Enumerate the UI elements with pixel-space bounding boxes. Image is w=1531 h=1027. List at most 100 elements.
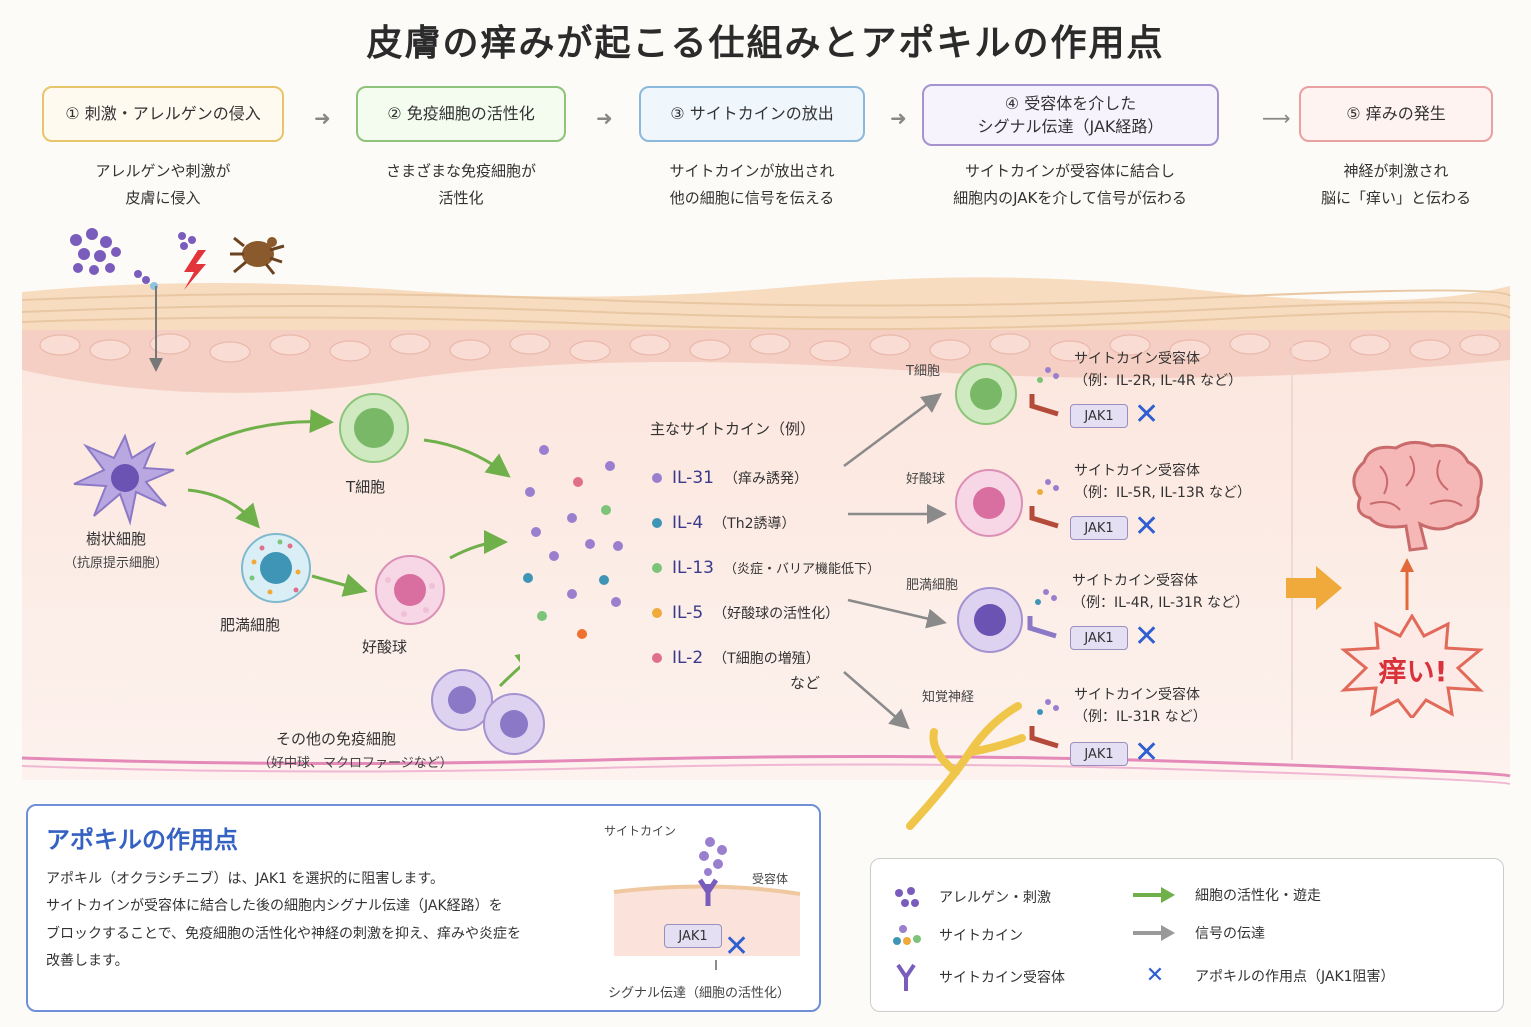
receptor-block-mast-cell: サイトカイン受容体（例：IL-4R, IL-31R など） JAK1 ✕ xyxy=(1026,570,1288,660)
step-2-desc: さまざまな免疫細胞が活性化 xyxy=(385,162,536,207)
eosinophil-icon xyxy=(375,555,445,625)
info-title: アポキルの作用点 xyxy=(46,826,238,854)
cytokine-cloud xyxy=(523,445,623,639)
step-2-box: ② 免疫細胞の活性化 xyxy=(356,86,566,142)
cytokine-item: IL-2 （T細胞の増殖） xyxy=(652,635,880,680)
legend-apoquel: ✕ アポキルの作用点（JAK1阻害） xyxy=(1133,963,1395,988)
legend-activation: 細胞の活性化・遊走 xyxy=(1133,885,1321,905)
apoquel-info-box: アポキルの作用点 アポキル（オクラシチニブ）は、JAK1 を選択的に阻害します。… xyxy=(26,804,821,1012)
mast-cell-label: 肥満細胞 xyxy=(220,616,281,634)
step-4-label-line2: シグナル伝達（JAK経路） xyxy=(977,117,1164,136)
cytokine-item: IL-31 （痒み誘発） xyxy=(652,455,880,500)
jak1-box: JAK1 xyxy=(1070,516,1128,540)
allergen-legend-icon xyxy=(895,887,919,907)
step-3-box: ③ サイトカインの放出 xyxy=(639,86,865,142)
cytokine-item: IL-13 （炎症・バリア機能低下） xyxy=(652,545,880,590)
flow-arrow-icon: ⟶ xyxy=(1262,106,1291,130)
legend-box: アレルゲン・刺激 サイトカイン サイトカイン受容体 細胞の活性化・遊走 信号の伝… xyxy=(870,858,1504,1012)
legend-receptor: サイトカイン受容体 xyxy=(891,963,1065,991)
cytokine-item: IL-4 （Th2誘導） xyxy=(652,500,880,545)
jak1-box: JAK1 xyxy=(1070,742,1128,766)
jak1-block-icon: ✕ xyxy=(1134,619,1160,654)
up-arrow-icon xyxy=(1400,558,1414,610)
step-4-box: ④ 受容体を介した シグナル伝達（JAK経路） xyxy=(922,84,1219,146)
target-mast-cell-icon xyxy=(957,587,1023,653)
step-4-desc: サイトカインが受容体に結合し細胞内のJAKを介して信号が伝わる xyxy=(953,162,1187,207)
target-t-cell-icon xyxy=(955,363,1017,425)
step-5-box: ⑤ 痒みの発生 xyxy=(1299,86,1493,142)
other-immune-cells-icon xyxy=(431,669,545,755)
info-jak1-box: JAK1 xyxy=(664,924,722,948)
cytokine-dot-icon xyxy=(652,472,662,483)
step-3-label: ③ サイトカインの放出 xyxy=(670,104,834,124)
legend-allergen: アレルゲン・刺激 xyxy=(891,885,1051,909)
step-3-desc: サイトカインが放出され他の細胞に信号を伝える xyxy=(669,162,835,207)
target-tcell-label: T細胞 xyxy=(906,364,940,379)
activation-arrows xyxy=(185,409,520,688)
target-eosinophil-icon xyxy=(955,469,1023,537)
other-immune-cells-label: その他の免疫細胞 xyxy=(276,730,397,748)
other-immune-cells-sublabel: （好中球、マクロファージなど） xyxy=(258,756,453,771)
receptor-icon xyxy=(1027,589,1057,639)
cytokine-etc: など xyxy=(790,674,821,692)
cytokine-dot-icon xyxy=(652,607,662,618)
flow-arrow-icon: ➜ xyxy=(890,106,907,130)
green-arrow-legend-icon xyxy=(1133,887,1175,903)
info-diagram-receptor-label: 受容体 xyxy=(752,872,789,886)
info-text: アポキル（オクラシチニブ）は、JAK1 を選択的に阻害します。 サイトカインが受… xyxy=(46,871,522,969)
receptor-legend-icon xyxy=(896,963,916,991)
jak1-box: JAK1 xyxy=(1070,626,1128,650)
cytokine-legend-icon xyxy=(893,925,921,945)
receptor-block-eosinophil: サイトカイン受容体（例：IL-5R, IL-13R など） JAK1 ✕ xyxy=(1028,460,1288,550)
step-1-desc: アレルゲンや刺激が皮膚に侵入 xyxy=(95,162,231,207)
orange-arrow-icon xyxy=(1286,566,1342,610)
dendritic-cell-icon xyxy=(73,433,175,526)
legend-cytokine: サイトカイン xyxy=(891,923,1023,947)
step-5-desc: 神経が刺激され脳に「痒い」と伝わる xyxy=(1320,162,1471,207)
cytokine-dot-icon xyxy=(652,562,662,573)
dendritic-cell-label: 樹状細胞 xyxy=(86,530,147,548)
jak1-block-icon: ✕ xyxy=(1134,397,1160,432)
flow-arrow-icon: ➜ xyxy=(314,106,331,130)
x-legend-icon: ✕ xyxy=(1145,963,1165,988)
gray-arrow-legend-icon xyxy=(1133,925,1175,941)
info-diagram-icon xyxy=(613,837,801,970)
itch-label: 痒い! xyxy=(1378,655,1448,688)
receptor-icon xyxy=(1029,699,1059,749)
sensory-nerve-icon xyxy=(906,702,1026,830)
cytokine-list: IL-31 （痒み誘発） IL-4 （Th2誘導） IL-13 （炎症・バリア機… xyxy=(652,455,880,680)
step-4-label-line1: ④ 受容体を介した xyxy=(1004,93,1137,113)
cytokine-item: IL-5 （好酸球の活性化） xyxy=(652,590,880,635)
cytokine-list-header: 主なサイトカイン（例） xyxy=(650,420,816,438)
eosinophil-label: 好酸球 xyxy=(362,638,408,656)
flow-arrow-icon: ➜ xyxy=(596,106,613,130)
basement-membrane xyxy=(21,754,1511,778)
legend-signal: 信号の伝達 xyxy=(1133,923,1265,943)
cytokine-dot-icon xyxy=(652,652,662,663)
t-cell-label: T細胞 xyxy=(346,478,386,496)
brain-icon xyxy=(1352,441,1483,552)
cytokine-dot-icon xyxy=(652,517,662,528)
t-cell-icon xyxy=(339,393,409,463)
page-title: 皮膚の痒みが起こる仕組みとアポキルの作用点 xyxy=(366,23,1165,64)
receptor-block-tcell: サイトカイン受容体（例：IL-2R, IL-4R など） JAK1 ✕ xyxy=(1028,348,1288,438)
jak1-block-icon: ✕ xyxy=(1134,735,1160,770)
target-eosinophil-label: 好酸球 xyxy=(906,472,946,487)
entry-arrow-icon xyxy=(149,286,163,372)
itch-burst-icon xyxy=(1340,614,1484,718)
receptor-icon xyxy=(1029,367,1059,417)
mast-cell-icon xyxy=(241,533,311,603)
info-diagram-signal-label: シグナル伝達（細胞の活性化） xyxy=(608,986,791,1001)
step-5-label: ⑤ 痒みの発生 xyxy=(1346,104,1446,124)
receptor-icon xyxy=(1029,479,1059,529)
jak1-block-icon: ✕ xyxy=(1134,509,1160,544)
info-jak1-block-icon: ✕ xyxy=(724,929,750,964)
info-diagram-cytokine-label: サイトカイン xyxy=(604,824,677,838)
lightning-icon xyxy=(184,250,206,290)
target-mast-cell-label: 肥満細胞 xyxy=(906,578,959,593)
step-1-box: ① 刺激・アレルゲンの侵入 xyxy=(42,86,284,142)
step-2-label: ② 免疫細胞の活性化 xyxy=(387,104,535,124)
step-1-label: ① 刺激・アレルゲンの侵入 xyxy=(65,104,261,124)
dendritic-cell-sublabel: （抗原提示細胞） xyxy=(64,556,169,571)
signal-arrows xyxy=(843,393,947,730)
